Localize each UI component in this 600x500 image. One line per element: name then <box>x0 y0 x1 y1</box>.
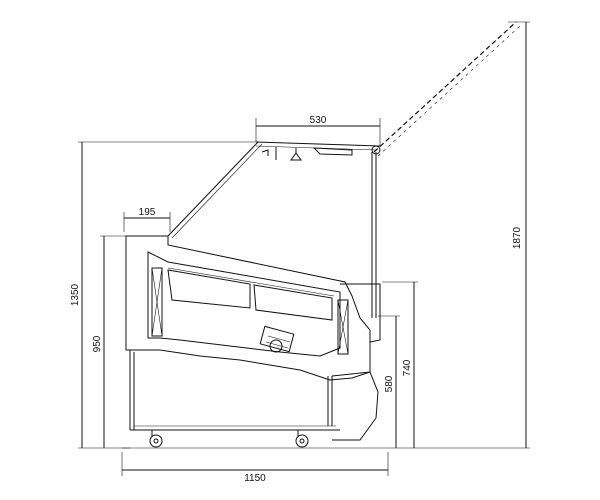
dimension-label-total-depth: 1150 <box>244 473 266 484</box>
front-insulation-block <box>151 267 163 337</box>
raised-glass-lid <box>371 21 521 157</box>
dimension-label-base-height: 580 <box>384 375 395 392</box>
cabinet-shell <box>125 235 371 381</box>
dimension-label-total-height: 1350 <box>70 283 81 306</box>
dimension-label-body-height: 950 <box>92 335 103 352</box>
rear-panel <box>337 283 381 355</box>
dimension-front-ledge: 195 <box>123 207 171 232</box>
dimension-label-raised-glass-height: 1870 <box>512 226 523 249</box>
fan-icon <box>269 339 283 353</box>
dimension-body-height: 950 <box>92 235 128 448</box>
hook-icon <box>261 147 277 160</box>
dimension-counter-height: 740 <box>382 281 418 448</box>
top-canopy <box>255 141 381 161</box>
dimension-label-front-ledge: 195 <box>139 207 156 218</box>
rear-post <box>371 152 377 318</box>
dimension-raised-glass-height: 1870 <box>390 21 530 449</box>
dimension-total-height: 1350 <box>70 141 258 449</box>
display-trays <box>167 267 335 321</box>
refrigeration-unit <box>259 325 295 353</box>
dimension-base-height: 580 <box>378 315 400 448</box>
lamp-icon <box>290 148 302 161</box>
front-glass <box>167 141 263 239</box>
dimension-label-top-width: 530 <box>310 115 327 126</box>
rear-base-cover <box>331 371 379 441</box>
dimension-total-depth: 1150 <box>121 452 389 484</box>
dimension-top-width: 530 <box>255 115 381 146</box>
front-wheel-icon <box>149 430 163 448</box>
dimension-label-counter-height: 740 <box>402 359 413 376</box>
rear-wheel-icon <box>295 430 309 448</box>
base-frame <box>129 350 340 431</box>
